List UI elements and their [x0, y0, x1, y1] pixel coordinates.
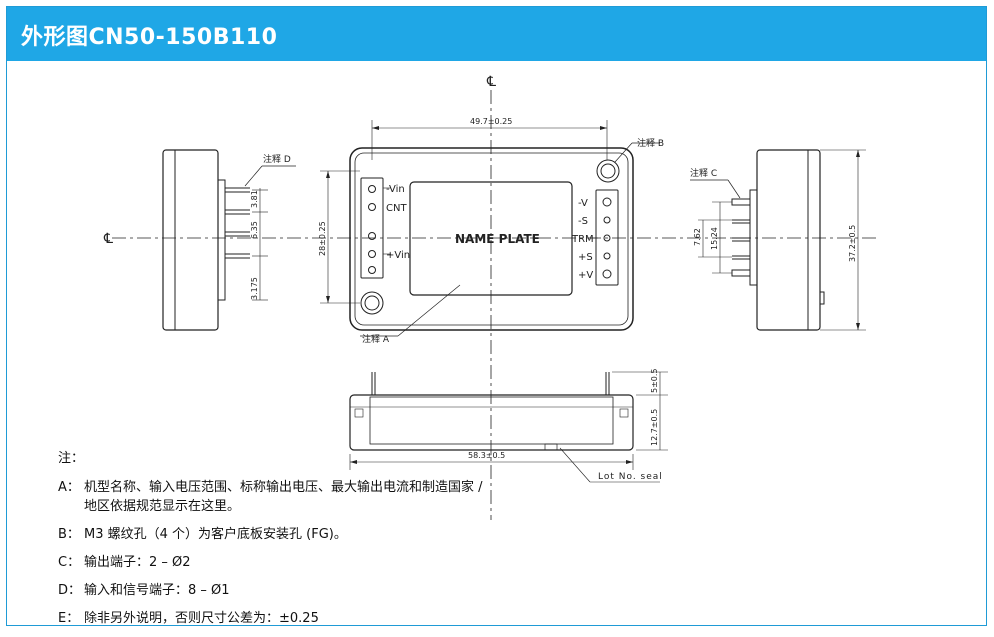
base-height-dim-label: 12.7±0.5	[650, 409, 659, 446]
pin-plus-vin	[368, 250, 376, 258]
right-pin-1	[731, 198, 751, 206]
pitch-d3-label: 3.175	[250, 277, 259, 300]
pin-label-plus-v: +V	[578, 270, 593, 281]
note-item-c: C： 输出端子：2 – Ø2	[58, 553, 498, 572]
note-key: B：	[58, 527, 80, 542]
pitch-d2-label: 6.35	[250, 221, 259, 239]
pin-minus-s	[603, 216, 611, 224]
pin-label-minus-s: -S	[578, 216, 588, 227]
pin-plus-v	[602, 269, 612, 279]
output-terminal-block	[595, 189, 619, 286]
note-key: A：	[58, 480, 80, 495]
pitch-c1-label: 15.24	[710, 227, 719, 250]
base-width-dim-label: 58.3±0.5	[468, 451, 505, 460]
pin-minus-vin	[368, 185, 376, 193]
pin-label-minus-v: -V	[578, 198, 588, 209]
name-plate-area	[409, 181, 573, 296]
pitch-c2-label: 7.62	[693, 228, 702, 246]
note-item-e: E： 除非另外说明，否则尺寸公差为：±0.25	[58, 609, 498, 628]
note-a-label: 注释 A	[362, 333, 390, 345]
pin-label-plus-vin: +Vin	[386, 250, 410, 261]
pin-minus-v	[602, 197, 612, 207]
pin-label-plus-s: +S	[578, 252, 593, 263]
pitch-d1-label: 3.81	[250, 190, 259, 208]
name-plate-label: NAME PLATE	[455, 232, 540, 246]
note-c-label: 注释 C	[690, 167, 717, 179]
lot-seal-label: Lot No. seal	[598, 472, 663, 482]
pin-label-minus-vin: -Vin	[386, 184, 405, 195]
height-left-dim-label: 28±0.25	[318, 221, 327, 256]
notes-heading: 注：	[58, 451, 85, 466]
left-side-body	[162, 149, 219, 331]
note-text: M3 螺纹孔（4 个）为客户底板安装孔 (FG)。	[84, 527, 347, 542]
note-key: C：	[58, 555, 81, 570]
pin-length-dim-label: 5±0.5	[650, 368, 659, 393]
note-text: 输出端子：2 – Ø2	[84, 555, 191, 570]
height-right-dim-label: 37.2±0.5	[848, 225, 857, 262]
pin-label-cnt: CNT	[386, 203, 407, 214]
note-item-d: D： 输入和信号端子：8 – Ø1	[58, 581, 498, 600]
right-side-body	[756, 149, 821, 331]
drawing-frame: 外形图CN50-150B110	[6, 6, 987, 626]
mount-hole-bottom-left	[360, 291, 384, 315]
mount-hole-top-right	[596, 159, 620, 183]
front-view-body	[349, 147, 634, 331]
pin-cnt	[368, 203, 376, 211]
note-item-b: B： M3 螺纹孔（4 个）为客户底板安装孔 (FG)。	[58, 525, 498, 544]
pin-trm	[603, 234, 611, 242]
right-pin-5	[731, 269, 751, 277]
pin-label-trm: TRM	[571, 234, 594, 245]
note-text: 机型名称、输入电压范围、标称输出电压、最大输出电流和制造国家 / 地区依据规范显…	[84, 480, 483, 514]
note-b-label: 注释 B	[637, 137, 664, 149]
pin-plus-s	[603, 252, 611, 260]
note-text: 输入和信号端子：8 – Ø1	[84, 583, 230, 598]
header-bar: 外形图CN50-150B110	[7, 7, 986, 61]
input-terminal-block	[360, 177, 384, 279]
notes-section: 注： A： 机型名称、输入电压范围、标称输出电压、最大输出电流和制造国家 / 地…	[58, 447, 498, 637]
centerline-label-top: ℄	[486, 74, 496, 90]
page-title: 外形图CN50-150B110	[21, 25, 278, 50]
note-text: 除非另外说明，否则尺寸公差为：±0.25	[84, 611, 319, 626]
note-key: D：	[58, 583, 82, 598]
profile-body	[349, 394, 634, 451]
note-key: E：	[58, 611, 80, 626]
width-dim-label: 49.7±0.25	[470, 117, 512, 126]
note-d-label: 注释 D	[263, 153, 291, 165]
note-item-a: A： 机型名称、输入电压范围、标称输出电压、最大输出电流和制造国家 / 地区依据…	[58, 478, 498, 516]
centerline-label-left: ℄	[103, 231, 113, 247]
